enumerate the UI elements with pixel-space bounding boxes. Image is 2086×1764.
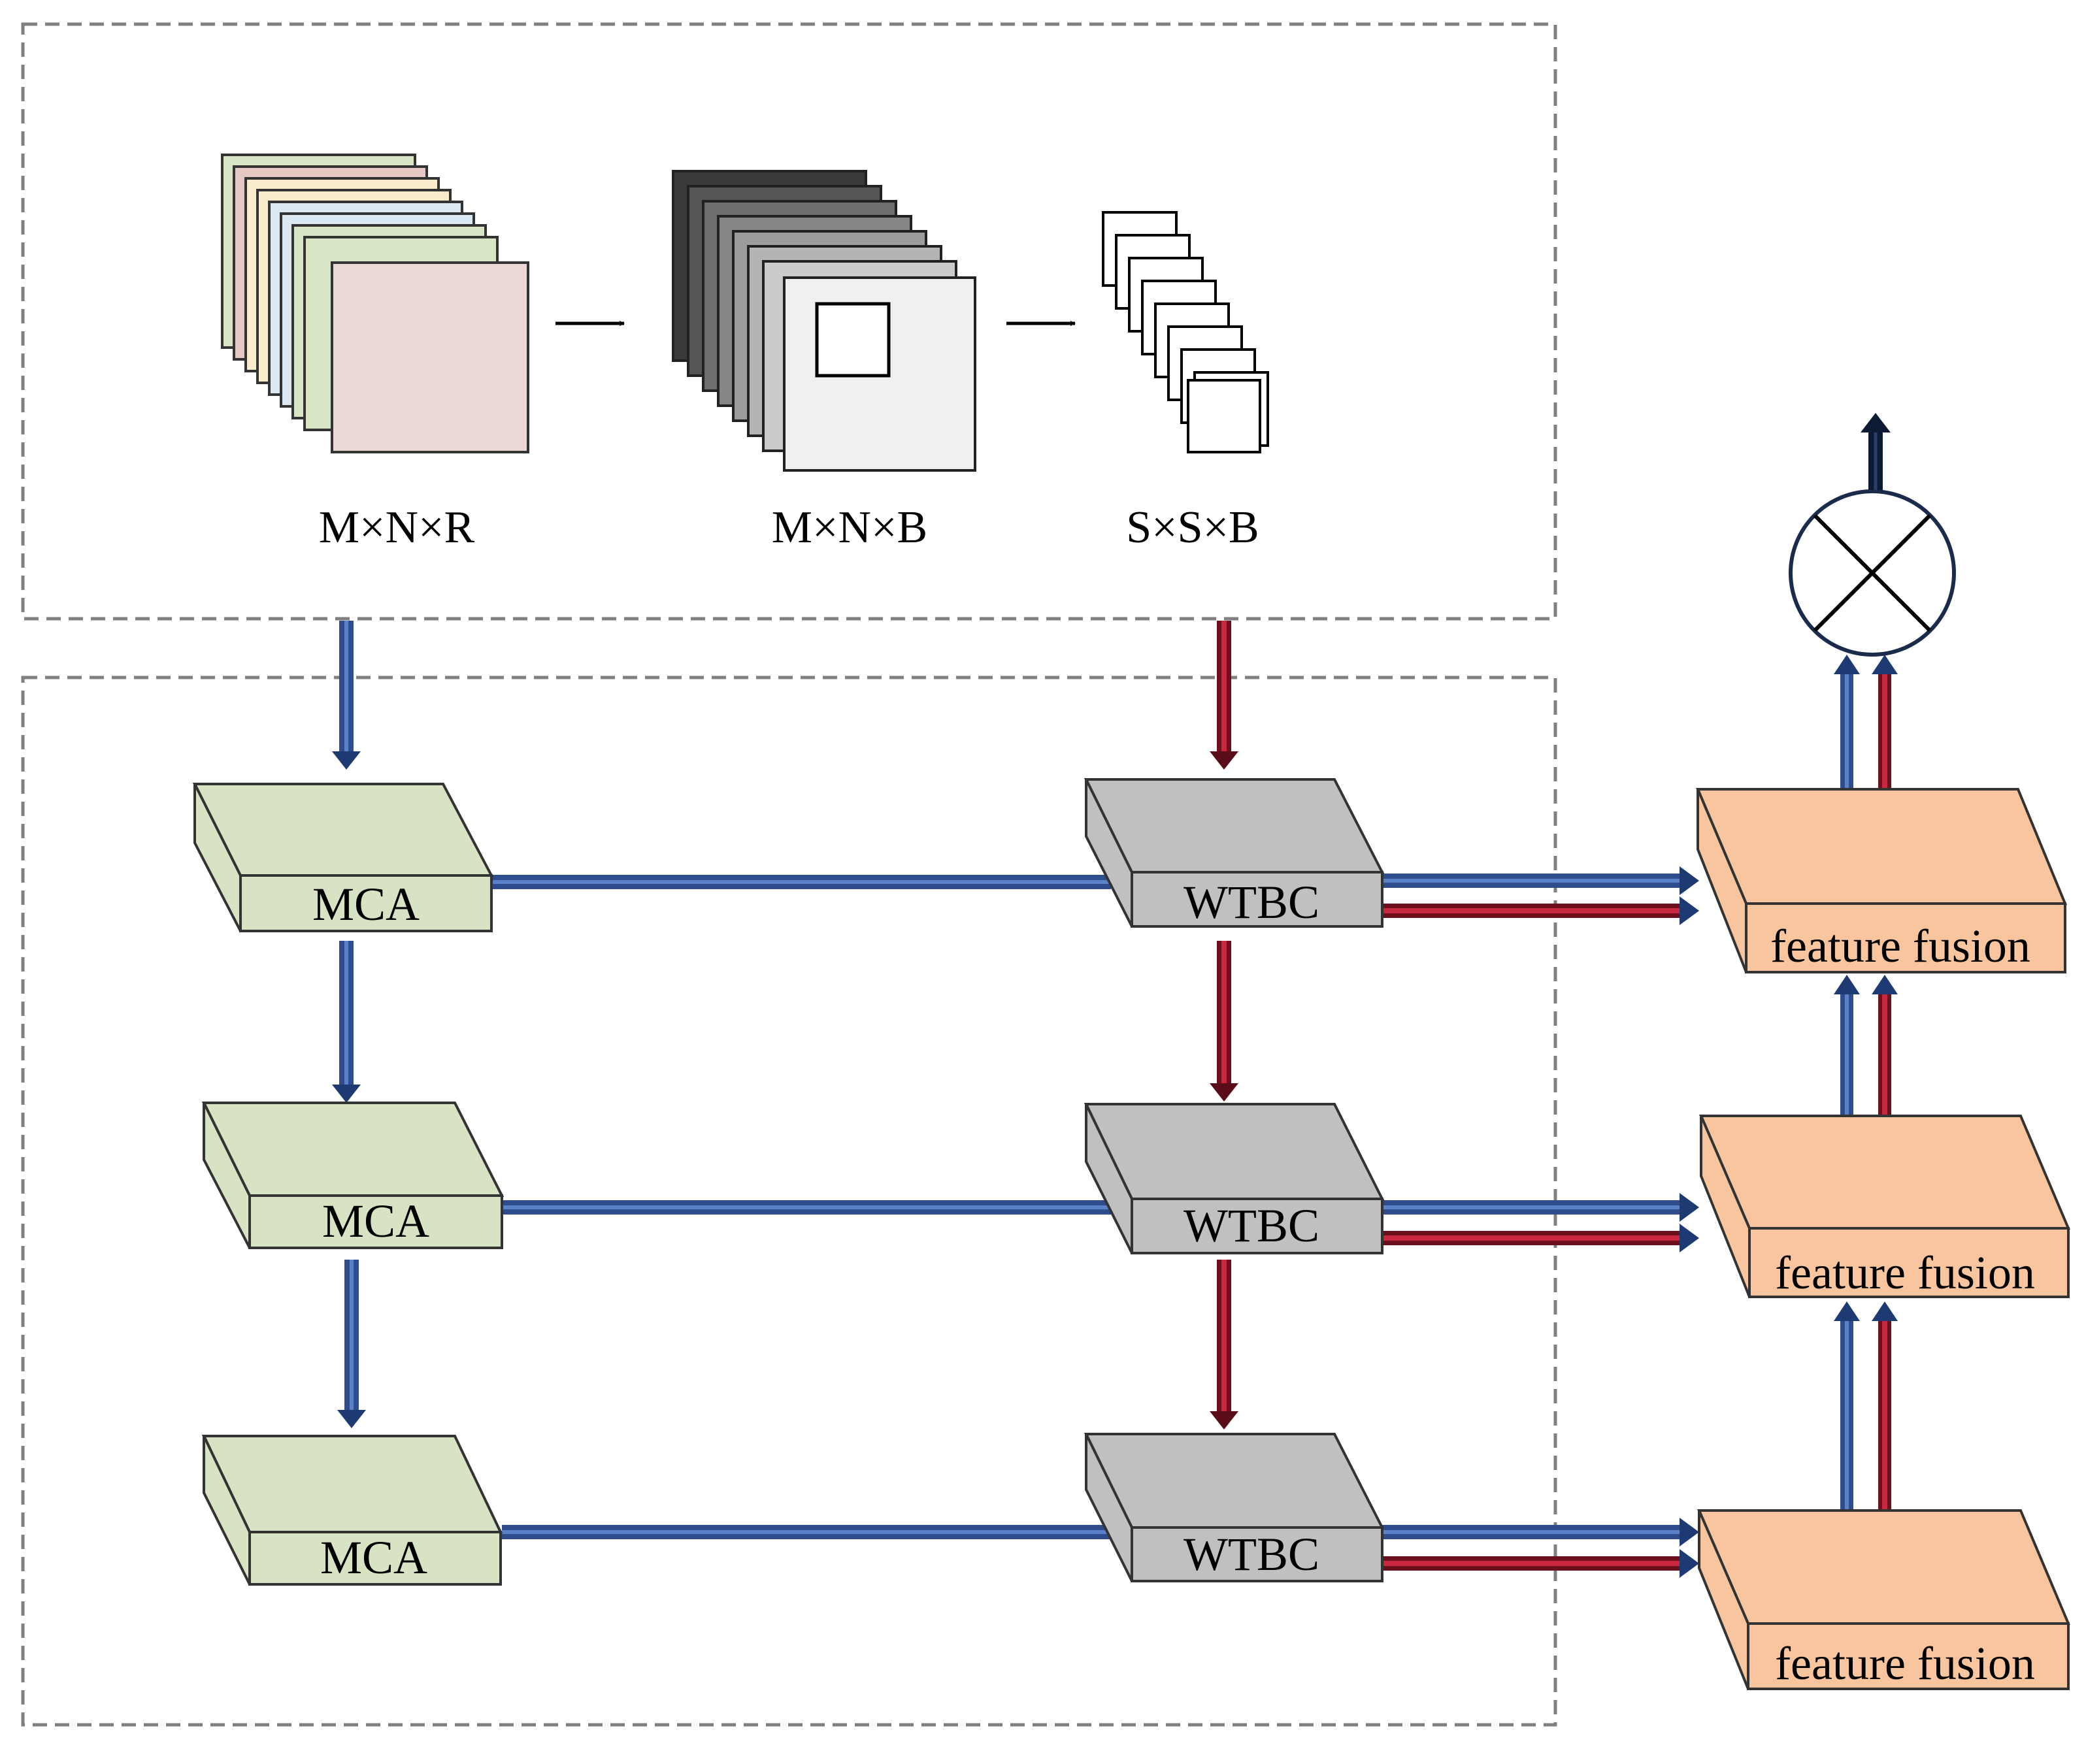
mca-block-2 xyxy=(201,1102,505,1249)
band-cube-label: M×N×B xyxy=(772,502,927,553)
mca-block-1 xyxy=(192,783,494,932)
fusion-label-1: feature fusion xyxy=(1770,920,2030,972)
mca-label-2: MCA xyxy=(322,1195,429,1247)
mca-label-3: MCA xyxy=(320,1531,427,1584)
multiply-circle-icon xyxy=(1789,489,1956,657)
patch-cube-label: S×S×B xyxy=(1126,502,1259,553)
fusion-block-3 xyxy=(1697,1509,2071,1690)
fusion-block-2 xyxy=(1698,1115,2071,1298)
input-cube-label: M×N×R xyxy=(319,502,475,553)
input-cube-icon xyxy=(221,154,529,453)
wtbc-block-3 xyxy=(1084,1433,1385,1582)
patch-cube-icon xyxy=(1102,211,1269,453)
wtbc-block-1 xyxy=(1084,778,1385,928)
spatial-vertical-arrows xyxy=(1210,621,1238,1429)
preprocessing-frame xyxy=(21,22,1557,621)
mca-block-3 xyxy=(201,1435,503,1586)
spectral-vertical-arrows xyxy=(332,621,366,1428)
fusion-label-2: feature fusion xyxy=(1775,1247,2035,1299)
wtbc-label-2: WTBC xyxy=(1184,1200,1319,1252)
fusion-label-3: feature fusion xyxy=(1775,1637,2035,1690)
fusion-vertical-arrows xyxy=(1834,655,1898,1511)
wtbc-block-2 xyxy=(1084,1103,1385,1254)
band-cube-icon xyxy=(672,170,976,472)
wtbc-label-1: WTBC xyxy=(1184,876,1319,928)
mca-label-1: MCA xyxy=(312,878,420,930)
output-arrow-icon xyxy=(1861,413,1891,490)
fusion-block-1 xyxy=(1695,788,2067,973)
wtbc-to-fusion-connectors xyxy=(1382,866,1699,1578)
mca-to-wtbc-connectors xyxy=(491,875,1111,1539)
wtbc-label-3: WTBC xyxy=(1184,1528,1319,1580)
